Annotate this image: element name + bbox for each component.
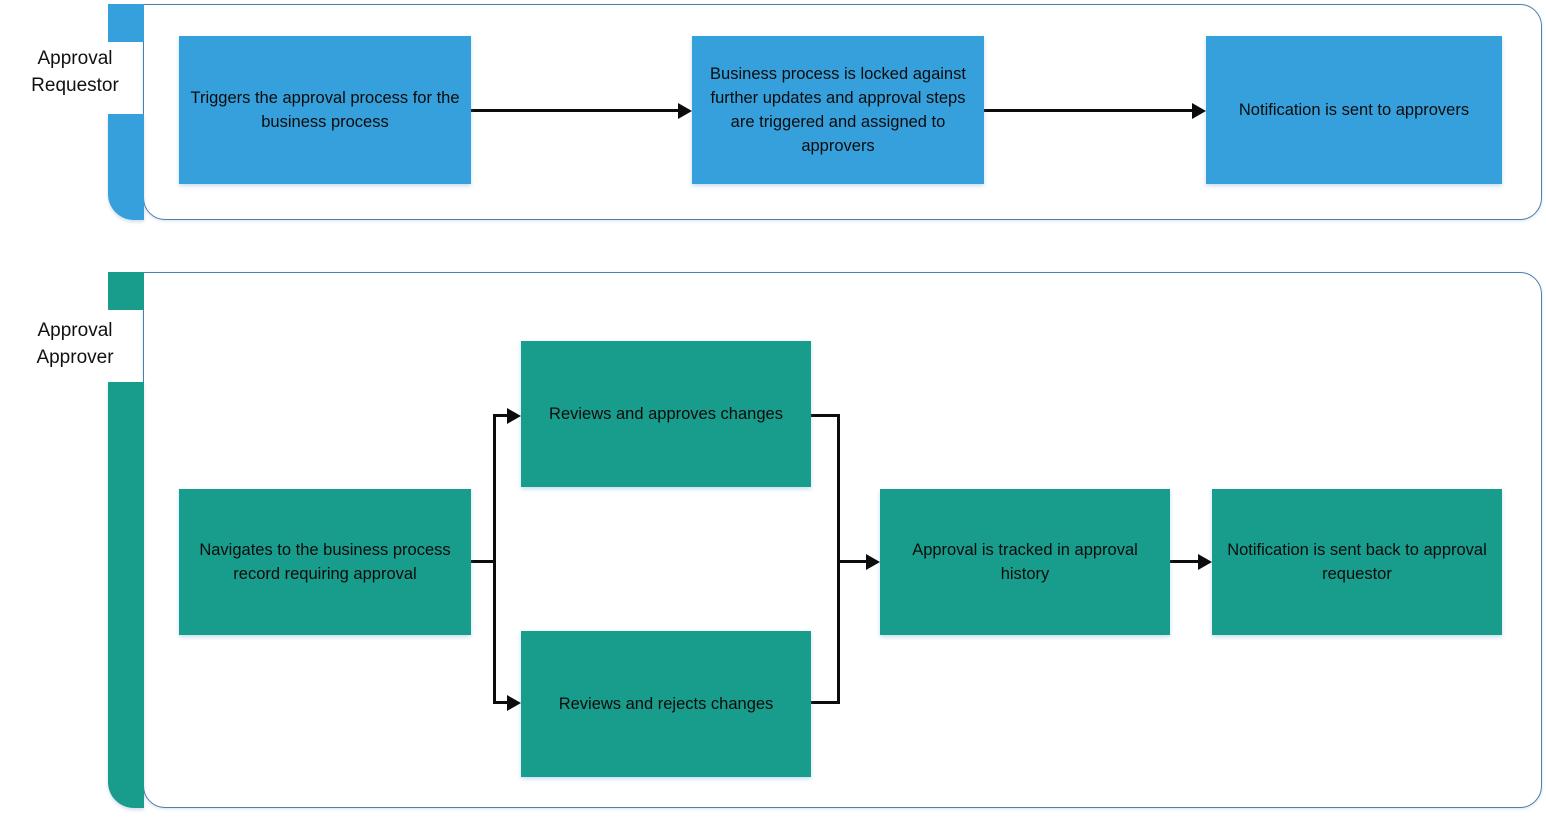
lane-approver-accent-top xyxy=(108,272,144,310)
node-notify-requestor[interactable]: Notification is sent back to approval re… xyxy=(1212,489,1502,635)
arrow-trigger-to-lock xyxy=(678,102,692,119)
node-notify-approvers[interactable]: Notification is sent to approvers xyxy=(1206,36,1502,184)
node-notify-approvers-label: Notification is sent to approvers xyxy=(1238,101,1470,119)
connector-navigate-stub xyxy=(471,560,496,563)
lane-requestor-accent-top xyxy=(108,4,144,42)
arrow-lock-to-notify xyxy=(1192,102,1206,119)
node-navigate-record-label: Navigates to the business process record… xyxy=(199,541,451,583)
connector-split-to-reject xyxy=(493,701,515,704)
connector-reject-to-merge xyxy=(811,701,840,704)
connector-lock-to-notify xyxy=(984,109,1192,112)
arrow-split-to-reject xyxy=(507,694,521,711)
arrow-track-to-notify xyxy=(1198,553,1212,570)
node-trigger-approval-label: Triggers the approval process for the bu… xyxy=(190,89,460,131)
connector-split-vertical xyxy=(493,414,496,704)
connector-approve-to-merge xyxy=(811,414,840,417)
lane-approver-accent-bottom xyxy=(108,382,144,808)
lane-label-approval-approver: Approval Approver xyxy=(36,320,114,368)
connector-split-to-approve xyxy=(493,414,515,417)
arrow-merge-to-track xyxy=(866,553,880,570)
node-reject-changes[interactable]: Reviews and rejects changes xyxy=(521,631,811,777)
connector-trigger-to-lock xyxy=(471,109,678,112)
lane-requestor-accent-bottom xyxy=(108,114,144,220)
node-trigger-approval[interactable]: Triggers the approval process for the bu… xyxy=(179,36,471,184)
node-notify-requestor-label: Notification is sent back to approval re… xyxy=(1227,541,1487,583)
node-approve-changes[interactable]: Reviews and approves changes xyxy=(521,341,811,487)
arrow-split-to-approve xyxy=(507,407,521,424)
connector-merge-to-track xyxy=(837,560,866,563)
connector-merge-vertical xyxy=(837,414,840,704)
connector-track-to-notify xyxy=(1170,560,1198,563)
node-navigate-record[interactable]: Navigates to the business process record… xyxy=(179,489,471,635)
node-reject-changes-label: Reviews and rejects changes xyxy=(558,695,774,713)
node-approve-changes-label: Reviews and approves changes xyxy=(549,405,783,423)
node-lock-process[interactable]: Business process is locked against furth… xyxy=(692,36,984,184)
node-track-approval-label: Approval is tracked in approval history xyxy=(912,541,1138,583)
lane-label-approval-requestor: Approval Requestor xyxy=(31,48,119,96)
node-track-approval[interactable]: Approval is tracked in approval history xyxy=(880,489,1170,635)
node-lock-process-label: Business process is locked against furth… xyxy=(710,65,966,155)
